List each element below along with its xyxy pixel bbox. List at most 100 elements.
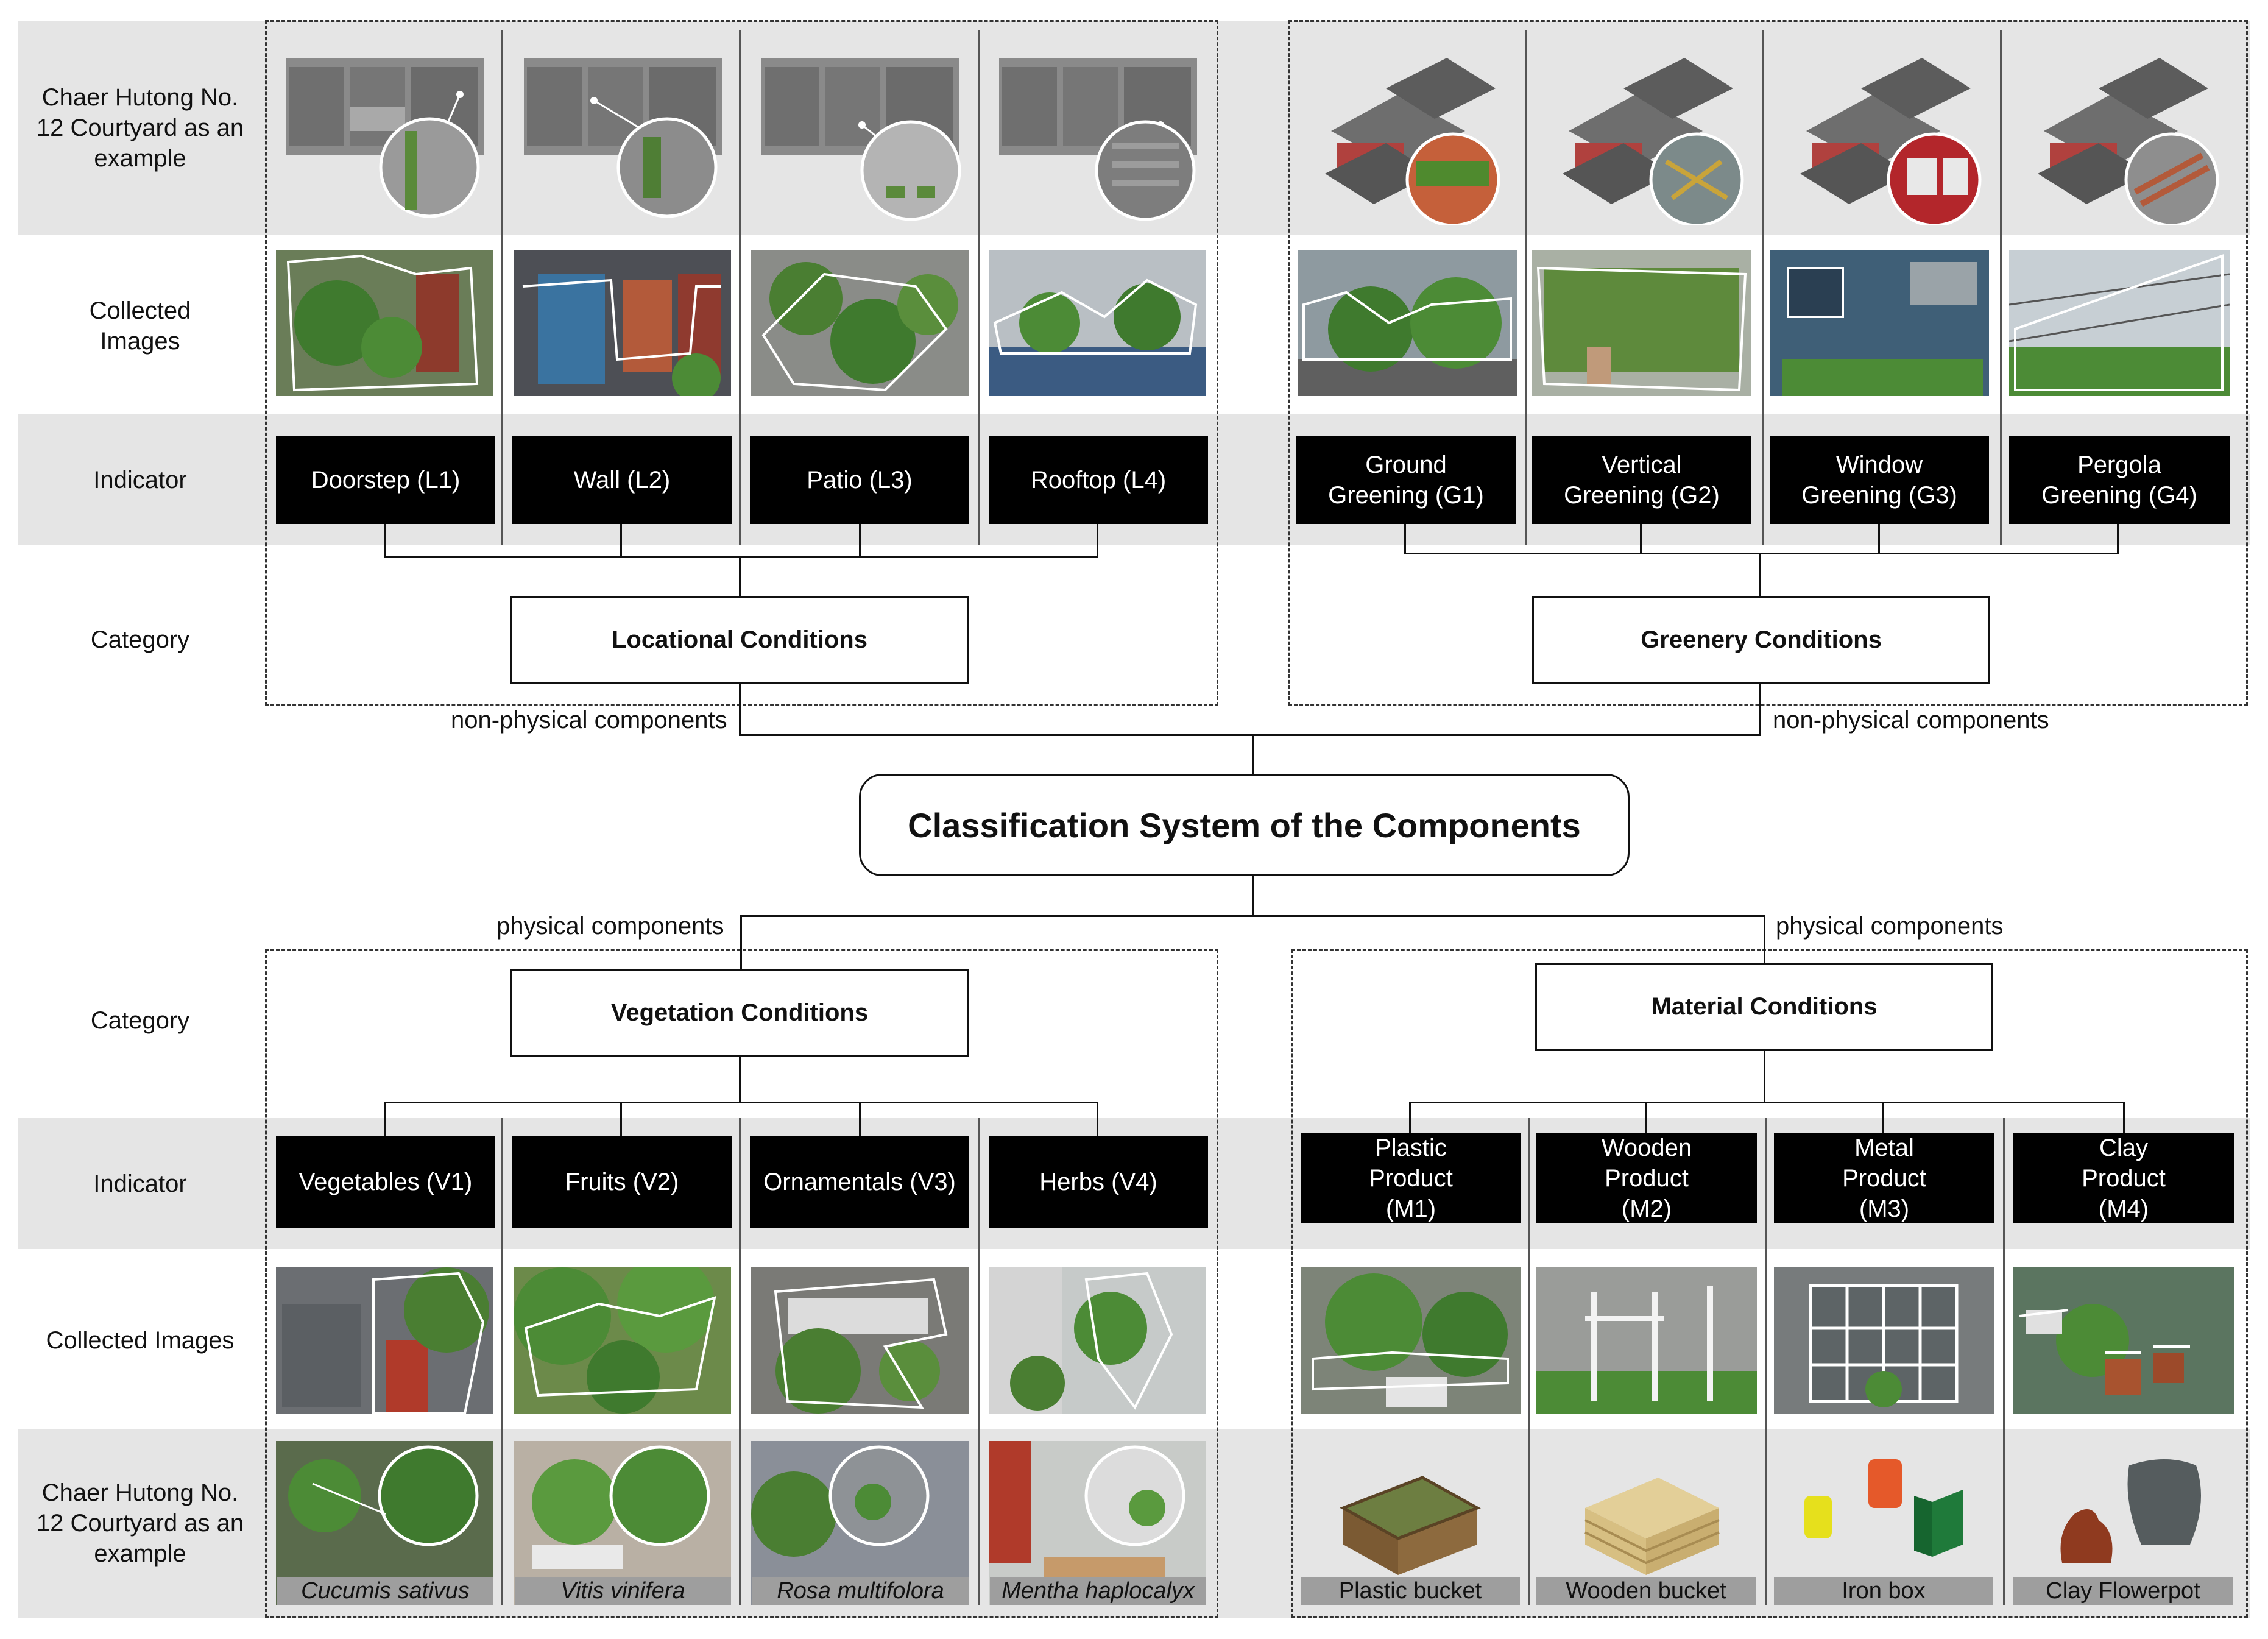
column-separator [739, 1118, 741, 1605]
frame-greenery [1288, 20, 2248, 706]
indicator-ornamentals-v3: Ornamentals (V3) [750, 1136, 969, 1228]
caption-clay-flowerpot: Clay Flowerpot [2013, 1577, 2233, 1605]
column-separator [1762, 30, 1764, 545]
connector-line [1764, 1051, 1765, 1103]
column-separator [978, 30, 980, 545]
collected-photo-v1 [276, 1267, 493, 1414]
collected-photo-m1 [1301, 1267, 1521, 1414]
collected-photo-g2 [1532, 250, 1751, 396]
indicator-vertical-greening-g2: Vertical Greening (G2) [1532, 436, 1751, 524]
indicator-wall-l2: Wall (L2) [512, 436, 732, 524]
collected-photo-m2 [1536, 1267, 1757, 1414]
connector-line [1409, 1102, 1411, 1133]
connector-line [1640, 524, 1642, 554]
collected-photo-l4 [989, 250, 1206, 396]
column-separator [1528, 1118, 1530, 1605]
collected-photo-v2 [514, 1267, 731, 1414]
connector-line [1878, 524, 1880, 554]
caption-cucumis-sativus: Cucumis sativus [277, 1577, 493, 1605]
column-separator [1525, 30, 1527, 545]
indicator-herbs-v4: Herbs (V4) [989, 1136, 1208, 1228]
caption-text: Vitis vinifera [560, 1578, 685, 1604]
collected-photo-l1 [276, 250, 493, 396]
caption-text: Rosa multifolora [777, 1578, 944, 1604]
indicator-plastic-product-m1: Plastic Product (M1) [1301, 1133, 1521, 1223]
connector-line [1759, 553, 1761, 597]
column-separator [501, 1118, 503, 1605]
category-material-conditions: Material Conditions [1535, 963, 1993, 1051]
column-separator [978, 1118, 980, 1605]
row-label-collected-top: Collected Images [89, 297, 191, 355]
connector-line [1404, 524, 1406, 554]
connector-line [1252, 876, 1254, 917]
caption-rosa-multifolora: Rosa multifolora [752, 1577, 969, 1605]
column-separator [739, 30, 741, 545]
connector-line [384, 1102, 1098, 1103]
connector-line [739, 684, 741, 736]
label-physical-right: physical components [1776, 913, 2004, 940]
connector-line [859, 524, 861, 558]
collected-photo-l2 [514, 250, 731, 396]
row-label-category-top: Category [90, 626, 190, 653]
caption-wooden-bucket: Wooden bucket [1536, 1577, 1756, 1605]
courtyard-iso-render-g1 [1313, 52, 1514, 225]
column-separator [1765, 1118, 1767, 1605]
caption-plastic-bucket: Plastic bucket [1301, 1577, 1520, 1605]
connector-line [739, 556, 741, 597]
connector-line [1252, 734, 1254, 776]
label-physical-left: physical components [496, 913, 724, 940]
courtyard-plan-render-l2 [521, 52, 725, 222]
courtyard-iso-render-g3 [1788, 52, 1989, 225]
plastic-bucket-icon [1301, 1441, 1521, 1581]
indicator-vegetables-v1: Vegetables (V1) [276, 1136, 495, 1228]
label-non-physical-left: non-physical components [451, 707, 727, 734]
connector-line [384, 524, 386, 558]
indicator-patio-l3: Patio (L3) [750, 436, 969, 524]
caption-vitis-vinifera: Vitis vinifera [515, 1577, 731, 1605]
column-separator [501, 30, 503, 545]
connector-line [1759, 684, 1761, 736]
connector-line [2117, 524, 2119, 554]
connector-line [384, 1102, 386, 1136]
indicator-doorstep-l1: Doorstep (L1) [276, 436, 495, 524]
connector-line [2123, 1102, 2125, 1133]
clay-flowerpot-icon [2013, 1441, 2234, 1581]
connector-line [1645, 1102, 1647, 1133]
indicator-rooftop-l4: Rooftop (L4) [989, 436, 1208, 524]
iron-box-icon [1774, 1441, 1994, 1581]
courtyard-iso-render-g2 [1550, 52, 1751, 225]
indicator-metal-product-m3: Metal Product (M3) [1774, 1133, 1994, 1223]
indicator-window-greening-g3: Window Greening (G3) [1770, 436, 1989, 524]
column-separator [2003, 1118, 2005, 1605]
courtyard-plan-render-l1 [283, 52, 487, 222]
connector-line [1097, 1102, 1098, 1136]
collected-photo-m3 [1774, 1267, 1994, 1414]
label-non-physical-right: non-physical components [1773, 707, 2049, 734]
caption-text: Mentha haplocalyx [1002, 1578, 1195, 1604]
column-separator [2000, 30, 2002, 545]
wooden-bucket-icon [1536, 1441, 1757, 1581]
connector-line [1097, 524, 1098, 558]
row-label-indicator-top: Indicator [93, 466, 187, 494]
indicator-clay-product-m4: Clay Product (M4) [2013, 1133, 2234, 1223]
indicator-pergola-greening-g4: Pergola Greening (G4) [2009, 436, 2230, 524]
row-label-category-bottom: Category [90, 1007, 190, 1034]
connector-line [1882, 1102, 1884, 1133]
row-label-example-bottom: Chaer Hutong No. 12 Courtyard as an exam… [36, 1479, 244, 1567]
connector-line [1764, 915, 1765, 964]
connector-line [740, 915, 1765, 917]
category-locational-conditions: Locational Conditions [510, 596, 969, 684]
caption-text: Cucumis sativus [301, 1578, 470, 1604]
connector-line [1409, 1102, 2125, 1103]
connector-line [859, 1102, 861, 1136]
frame-locational [265, 20, 1218, 706]
connector-line [384, 556, 1098, 558]
indicator-wooden-product-m2: Wooden Product (M2) [1536, 1133, 1757, 1223]
row-label-example-top: Chaer Hutong No. 12 Courtyard as an exam… [36, 84, 244, 172]
indicator-fruits-v2: Fruits (V2) [512, 1136, 732, 1228]
collected-photo-g1 [1298, 250, 1517, 396]
connector-line [1404, 553, 2119, 554]
row-label-indicator-bottom: Indicator [93, 1170, 187, 1197]
collected-photo-v3 [751, 1267, 969, 1414]
connector-line [739, 1057, 741, 1103]
